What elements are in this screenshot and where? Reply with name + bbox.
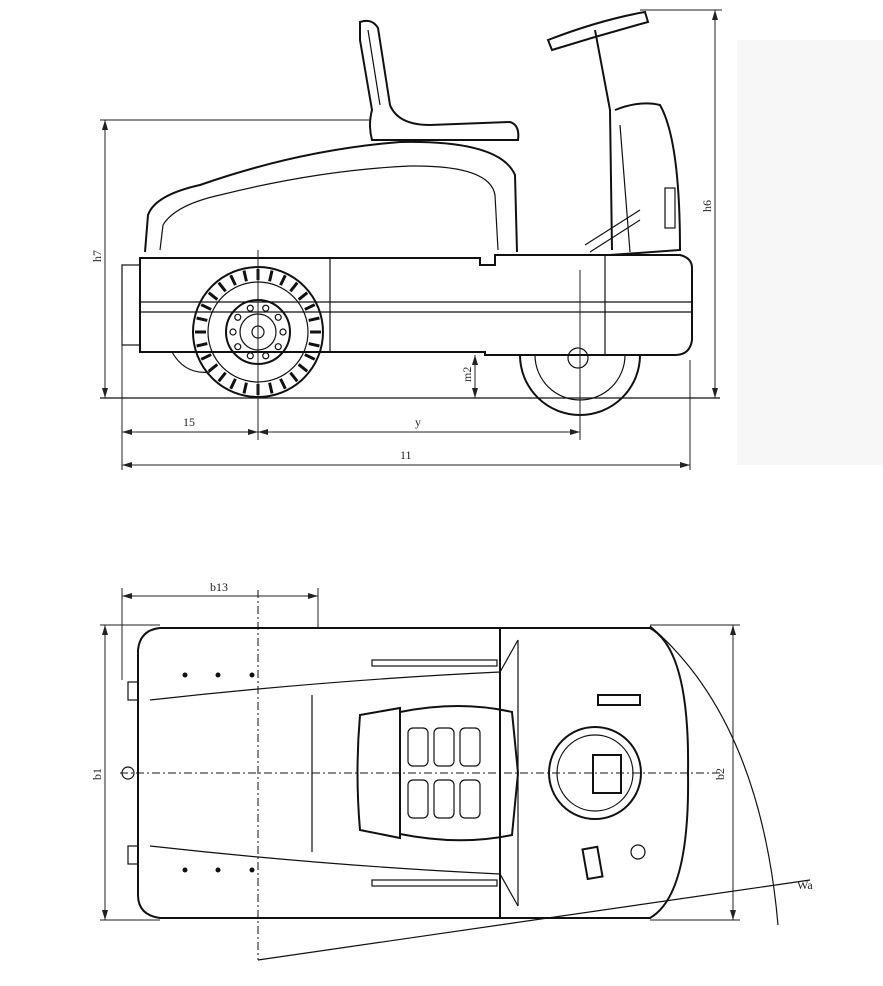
tire-tread xyxy=(268,270,274,282)
tire-tread xyxy=(268,382,274,394)
tire-tread xyxy=(308,342,320,348)
wheel-bolt xyxy=(262,352,270,360)
dim-label-b13: b13 xyxy=(210,580,228,594)
tire-tread xyxy=(279,274,287,286)
wheel-bolt xyxy=(229,328,237,336)
tire-tread xyxy=(217,281,227,293)
tire-tread xyxy=(289,371,299,383)
background-panel xyxy=(737,40,883,465)
tire-tread xyxy=(196,342,208,348)
tire-tread xyxy=(242,382,248,394)
tire-tread xyxy=(207,291,219,301)
dim-label-y: y xyxy=(415,415,421,429)
wheel-bolt xyxy=(246,304,254,312)
wheel-bolt xyxy=(234,343,242,351)
dim-label-h7: h7 xyxy=(90,250,104,262)
dim-label-h6: h6 xyxy=(700,200,714,212)
dim-label-l5: 15 xyxy=(183,415,195,429)
wheel-bolt xyxy=(234,313,242,321)
wheel-bolt xyxy=(274,343,282,351)
tire-tread xyxy=(279,378,287,390)
tire-tread xyxy=(297,363,309,373)
top-view: b13 b1 b2 Wa xyxy=(90,580,813,961)
wheel-bolt xyxy=(262,304,270,312)
tire-tread xyxy=(308,316,320,322)
wheel-bolt xyxy=(246,352,254,360)
wheel-bolt xyxy=(279,328,287,336)
tire-tread xyxy=(229,274,237,286)
tire-tread xyxy=(304,353,316,361)
tire-tread xyxy=(207,363,219,373)
rear-wheel xyxy=(171,266,324,398)
dim-label-l1: 11 xyxy=(400,448,412,462)
side-view: h7 h6 m2 15 y 11 xyxy=(90,9,722,470)
tire-tread xyxy=(196,316,208,322)
tire-tread xyxy=(289,281,299,293)
tire-tread xyxy=(297,291,309,301)
dim-label-m2: m2 xyxy=(460,367,474,382)
dim-label-b1: b1 xyxy=(90,768,104,780)
tire-tread xyxy=(200,353,212,361)
dim-label-b2: b2 xyxy=(713,768,727,780)
tire-tread xyxy=(242,270,248,282)
tire-tread xyxy=(217,371,227,383)
wheel-bolt xyxy=(274,313,282,321)
tire-tread xyxy=(200,303,212,311)
dim-label-wa: Wa xyxy=(797,878,813,892)
tire-tread xyxy=(304,303,316,311)
tire-tread xyxy=(229,378,237,390)
